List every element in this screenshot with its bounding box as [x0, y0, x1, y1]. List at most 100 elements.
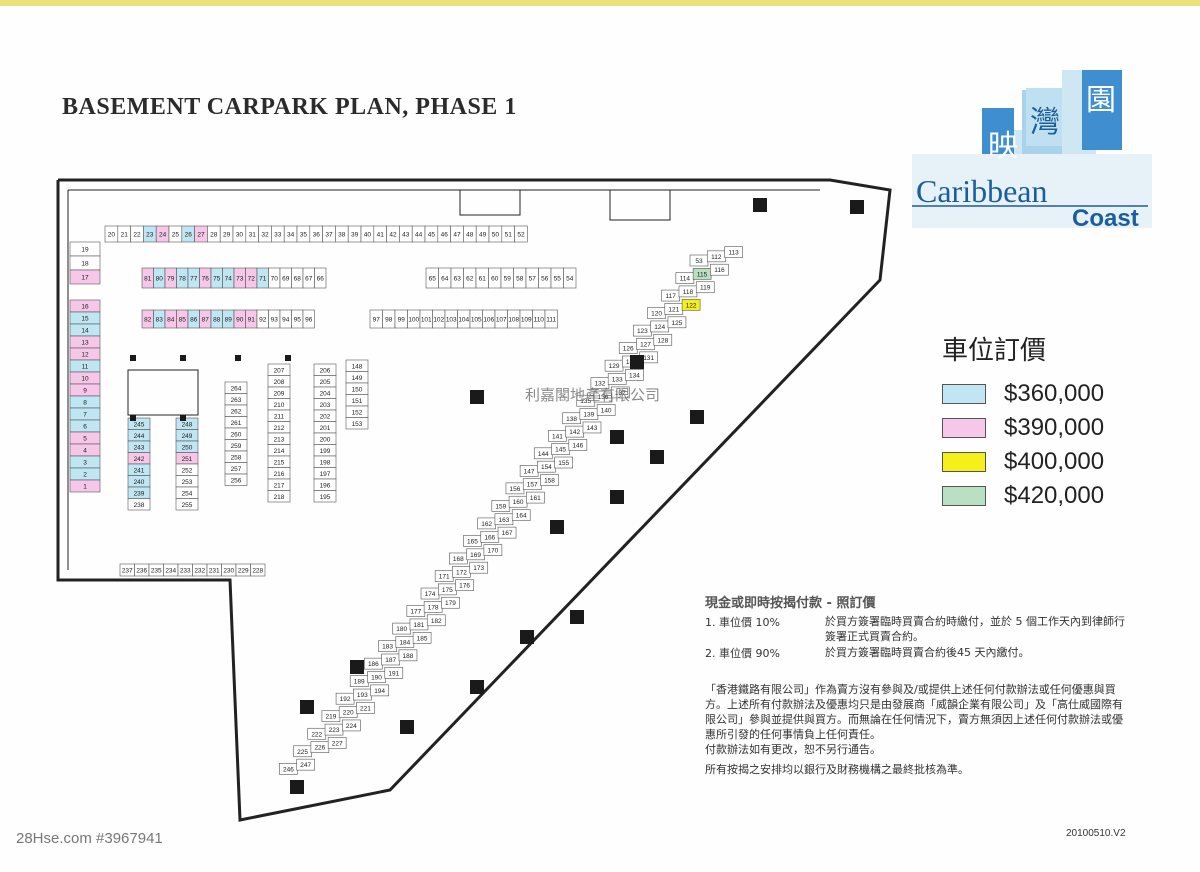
parking-space-number: 160	[513, 499, 524, 506]
parking-space-117: 117	[661, 289, 680, 302]
parking-space-number: 218	[274, 494, 285, 501]
parking-space-number: 230	[223, 568, 234, 575]
parking-space-185: 185	[412, 632, 432, 644]
parking-space-25: 25	[168, 225, 183, 243]
parking-space-number: 20	[108, 232, 116, 239]
parking-space-121: 121	[664, 303, 684, 315]
parking-space-86: 86	[187, 309, 200, 329]
parking-space-number: 114	[680, 276, 691, 283]
parking-space-number: 124	[654, 324, 665, 331]
parking-space-34: 34	[283, 225, 298, 243]
parking-space-242: 242	[127, 452, 151, 465]
parking-space-number: 53	[695, 258, 703, 265]
parking-space-number: 243	[134, 444, 145, 451]
parking-space-number: 209	[274, 390, 285, 397]
parking-space-number: 143	[587, 425, 598, 432]
parking-space-52: 52	[514, 225, 528, 243]
parking-space-number: 44	[415, 232, 423, 239]
parking-space-180: 180	[392, 622, 411, 635]
parking-space-54: 54	[563, 267, 577, 289]
parking-space-number: 236	[136, 568, 147, 575]
structural-pillar	[753, 198, 767, 212]
parking-space-number: 113	[728, 250, 739, 257]
parking-space-number: 202	[320, 413, 331, 420]
parking-space-91: 91	[245, 309, 258, 329]
logo-english-2: Coast	[1072, 205, 1139, 230]
parking-space-3: 3	[69, 455, 101, 469]
parking-space-138: 138	[562, 412, 581, 425]
parking-space-43: 43	[399, 225, 413, 243]
structural-pillar	[470, 390, 484, 404]
parking-space-222: 222	[307, 727, 327, 740]
parking-space-59: 59	[500, 267, 514, 289]
parking-space-number: 172	[456, 569, 467, 576]
parking-space-number: 207	[274, 367, 285, 374]
parking-space-number: 252	[182, 467, 193, 474]
page-title: BASEMENT CARPARK PLAN, PHASE 1	[62, 94, 517, 120]
parking-space-193: 193	[353, 688, 372, 701]
structural-pillar	[180, 355, 186, 361]
parking-space-48: 48	[463, 225, 477, 243]
parking-space-number: 225	[297, 749, 308, 756]
parking-space-71: 71	[256, 267, 269, 289]
parking-space-47: 47	[450, 225, 464, 243]
parking-space-number: 4	[83, 448, 87, 455]
listing-footer: 28Hse.com #3967941	[16, 830, 163, 847]
parking-space-number: 221	[360, 705, 371, 712]
parking-space-number: 129	[609, 363, 620, 370]
parking-space-101: 101	[419, 309, 433, 329]
parking-space-number: 242	[134, 456, 145, 463]
parking-space-number: 19	[81, 247, 89, 254]
parking-space-number: 87	[202, 317, 210, 324]
plan-pillars	[130, 198, 864, 794]
parking-space-88: 88	[210, 309, 223, 329]
parking-space-7: 7	[69, 407, 101, 421]
parking-space-number: 134	[629, 372, 640, 379]
parking-space-number: 153	[352, 421, 363, 428]
parking-space-166: 166	[480, 530, 500, 543]
parking-space-number: 18	[81, 261, 89, 268]
structural-pillar	[570, 610, 584, 624]
parking-space-number: 220	[343, 710, 354, 717]
parking-space-number: 66	[317, 276, 325, 283]
parking-space-number: 226	[314, 745, 325, 752]
parking-space-6: 6	[69, 419, 101, 433]
parking-space-171: 171	[434, 570, 454, 582]
parking-space-number: 98	[385, 317, 393, 324]
legend-price: $360,000	[1004, 380, 1105, 407]
parking-space-number: 85	[179, 317, 187, 324]
parking-space-129: 129	[604, 359, 624, 372]
parking-space-number: 79	[167, 276, 175, 283]
parking-space-77: 77	[187, 267, 200, 289]
parking-space-5: 5	[69, 431, 101, 445]
parking-space-number: 14	[81, 328, 89, 335]
parking-space-259: 259	[224, 439, 248, 452]
parking-space-8: 8	[69, 395, 101, 409]
mortgage-notice: 所有按揭之安排均以銀行及財務機構之最終批核為準。	[705, 763, 969, 776]
parking-space-49: 49	[475, 225, 490, 243]
parking-space-219: 219	[321, 710, 341, 723]
parking-space-157: 157	[522, 478, 542, 491]
parking-space-226: 226	[310, 741, 330, 753]
parking-space-205: 205	[313, 375, 337, 388]
parking-space-number: 197	[320, 471, 331, 478]
parking-space-17: 17	[69, 269, 101, 285]
parking-space-39: 39	[347, 225, 362, 243]
parking-space-75: 75	[210, 267, 223, 289]
parking-space-57: 57	[525, 267, 539, 289]
parking-space-143: 143	[582, 421, 602, 434]
parking-space-number: 216	[274, 471, 285, 478]
parking-space-37: 37	[322, 225, 336, 243]
parking-space-148: 148	[345, 359, 369, 372]
parking-space-number: 182	[431, 618, 442, 625]
parking-space-18: 18	[69, 255, 101, 271]
parking-space-number: 170	[487, 548, 498, 555]
parking-space-number: 5	[83, 436, 87, 443]
parking-space-number: 188	[403, 653, 414, 660]
parking-space-10: 10	[69, 371, 101, 385]
legend-price: $400,000	[1004, 448, 1105, 475]
parking-space-number: 71	[259, 276, 267, 283]
parking-space-number: 26	[185, 232, 193, 239]
parking-space-number: 214	[274, 448, 285, 455]
parking-space-number: 174	[425, 591, 436, 598]
